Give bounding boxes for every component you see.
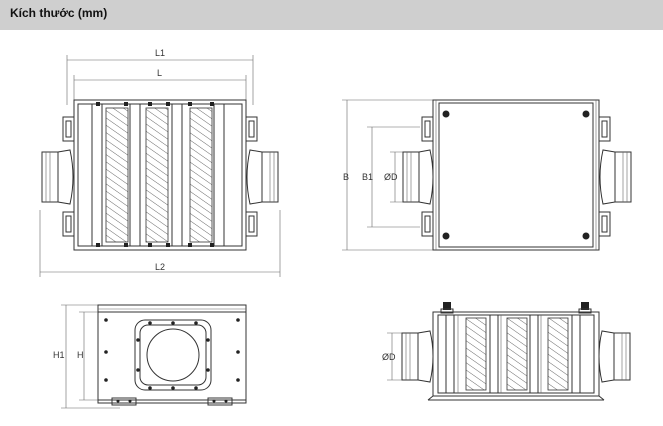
top-view: L1 L L2: [39, 48, 281, 277]
dim-label-H1: H1: [53, 350, 65, 360]
dim-label-od-side: ØD: [382, 352, 396, 362]
dim-label-L: L: [157, 68, 162, 78]
dim-label-L1: L1: [155, 48, 165, 58]
dim-label-B1: B1: [362, 172, 373, 182]
side-view: H1 H: [53, 304, 247, 409]
section-header: Kích thước (mm): [0, 0, 663, 30]
front-view: B B1 ØD: [342, 99, 632, 251]
dim-label-od-front: ØD: [384, 172, 398, 182]
dim-label-B: B: [343, 172, 349, 182]
section-title: Kích thước (mm): [10, 6, 108, 20]
dim-label-L2: L2: [155, 262, 165, 272]
dim-label-H: H: [77, 350, 84, 360]
elevation-view: ØD: [382, 302, 631, 401]
